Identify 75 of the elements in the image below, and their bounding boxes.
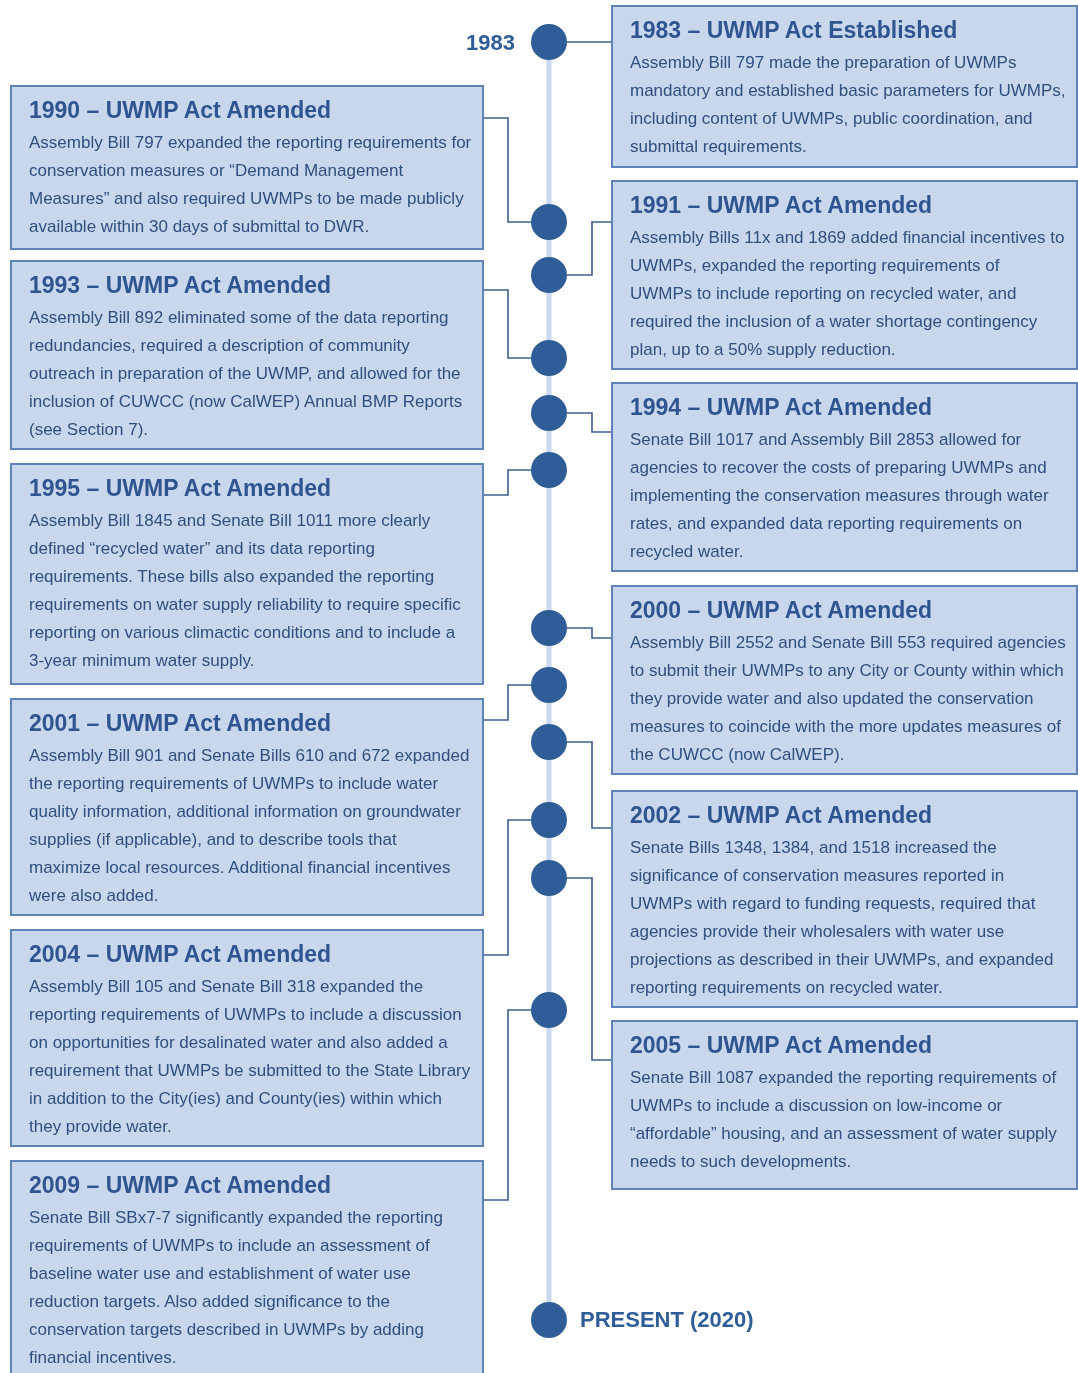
timeline-line bbox=[546, 896, 552, 992]
event-description: Assembly Bill 1845 and Senate Bill 1011 more clearly defined “recycled water” and its data reporting requirements. These bills also expanded the reporting requirements on water supply reliability to require specific reporting on various climactic conditions and to include a 3-year minimum water supply. bbox=[29, 510, 462, 672]
timeline-dot bbox=[531, 340, 567, 376]
event-heading: 1983 – UWMP Act Established bbox=[630, 16, 959, 45]
timeline-dot bbox=[531, 1302, 567, 1338]
timeline-line bbox=[546, 376, 552, 395]
event-heading: 2009 – UWMP Act Amended bbox=[29, 1171, 333, 1200]
timeline-line bbox=[546, 293, 552, 340]
connector-line bbox=[483, 469, 532, 496]
event-description: Assembly Bill 105 and Senate Bill 318 expanded the reporting requirements of UWMPs to include a discussion on opportunities for desalinated water and also added a requirement that UWMPs be submitted to the State Library in addition to the City(ies) and County(ies) within which they provide water. bbox=[29, 976, 472, 1138]
timeline-line bbox=[546, 646, 552, 667]
timeline-dot bbox=[531, 860, 567, 896]
event-description: Senate Bills 1348, 1384, and 1518 increased the significance of conservation measures reported in UWMPs with regard to funding requests, required that agencies provide their wholesalers with water use projections as described in their UWMPs, and expanded reporting requirements on recycled water. bbox=[630, 837, 1055, 999]
event-description: Assembly Bill 2552 and Senate Bill 553 required agencies to submit their UWMPs to any City or County within which they provide water and also updated the conservation measures to coincide with the more updates measures of the CUWCC (now CalWEP). bbox=[630, 632, 1066, 766]
event-card bbox=[10, 1160, 484, 1373]
event-card bbox=[10, 85, 484, 250]
timeline-dot bbox=[531, 395, 567, 431]
timeline-line bbox=[546, 488, 552, 610]
event-heading: 1993 – UWMP Act Amended bbox=[29, 271, 333, 300]
event-card bbox=[611, 1020, 1078, 1190]
event-description: Assembly Bill 797 expanded the reporting requirements for conservation measures or “Demand Management Measures” and also required UWMPs to be made publicly available within 30 days of submittal to DWR. bbox=[29, 132, 472, 238]
year-label: 1983 bbox=[466, 30, 515, 56]
event-card bbox=[611, 5, 1078, 168]
connector-line bbox=[483, 117, 532, 223]
timeline-line bbox=[546, 760, 552, 802]
timeline-line bbox=[546, 838, 552, 860]
event-heading: 2002 – UWMP Act Amended bbox=[630, 801, 934, 830]
event-description: Assembly Bill 797 made the preparation of UWMPs mandatory and established basic parameters for UWMPs, including content of UWMPs, public coordination, and submittal requirements. bbox=[630, 52, 1066, 158]
connector-line bbox=[483, 684, 532, 721]
event-heading: 1990 – UWMP Act Amended bbox=[29, 96, 333, 125]
event-description: Senate Bill 1017 and Assembly Bill 2853 allowed for agencies to recover the costs of preparing UWMPs and implementing the conservation measures through water rates, and expanded data reporting requirements on recycled water. bbox=[630, 429, 1050, 563]
event-heading: 2004 – UWMP Act Amended bbox=[29, 940, 333, 969]
timeline-dot bbox=[531, 802, 567, 838]
timeline-dot bbox=[531, 667, 567, 703]
event-card bbox=[10, 463, 484, 685]
timeline-dot bbox=[531, 24, 567, 60]
event-card bbox=[611, 382, 1078, 572]
connector-line bbox=[483, 289, 532, 359]
event-description: Assembly Bill 892 eliminated some of the data reporting redundancies, required a description of community outreach in preparation of the UWMP, and allowed for the inclusion of CUWCC (now CalWEP) Annual BMP Reports (see Section 7). bbox=[29, 307, 464, 441]
connector-line bbox=[483, 1009, 532, 1201]
connector-line bbox=[566, 412, 612, 433]
connector-line bbox=[566, 627, 612, 639]
event-description: Senate Bill SBx7-7 significantly expanded the reporting requirements of UWMPs to include an assessment of baseline water use and establishment of water use reduction targets. Also added significance to the conservation targets described in UWMPs by adding financial incentives. bbox=[29, 1207, 444, 1369]
event-description: Senate Bill 1087 expanded the reporting requirements of UWMPs to include a discussion on low-income or “affordable” housing, and an assessment of water supply needs to such developments. bbox=[630, 1067, 1058, 1173]
connector-line bbox=[566, 221, 612, 276]
timeline-dot bbox=[531, 992, 567, 1028]
event-heading: 2005 – UWMP Act Amended bbox=[630, 1031, 934, 1060]
timeline-line bbox=[546, 1028, 552, 1302]
connector-line bbox=[566, 877, 612, 1061]
timeline-dot bbox=[531, 452, 567, 488]
event-card bbox=[611, 180, 1078, 370]
event-heading: 1991 – UWMP Act Amended bbox=[630, 191, 934, 220]
connector-line bbox=[566, 41, 612, 43]
year-label: PRESENT (2020) bbox=[580, 1307, 754, 1333]
event-card bbox=[10, 698, 484, 916]
event-card bbox=[611, 585, 1078, 775]
event-card bbox=[10, 260, 484, 450]
connector-line bbox=[483, 819, 532, 956]
event-heading: 1995 – UWMP Act Amended bbox=[29, 474, 333, 503]
timeline-dot bbox=[531, 610, 567, 646]
timeline-dot bbox=[531, 724, 567, 760]
timeline-line bbox=[546, 703, 552, 724]
event-description: Assembly Bill 901 and Senate Bills 610 and 672 expanded the reporting requirements of UWMPs to include water quality information, additional information on groundwater supplies (if applicable), and to describe tools that maximize local resources. Additional financial incentives were also added. bbox=[29, 745, 471, 907]
timeline-line bbox=[546, 60, 552, 204]
timeline-line bbox=[546, 431, 552, 452]
event-card bbox=[10, 929, 484, 1147]
event-heading: 2001 – UWMP Act Amended bbox=[29, 709, 333, 738]
event-heading: 1994 – UWMP Act Amended bbox=[630, 393, 934, 422]
event-description: Assembly Bills 11x and 1869 added financial incentives to UWMPs, expanded the reporting requirements of UWMPs to include reporting on recycled water, and required the inclusion of a water shortage contingency plan, up to a 50% supply reduction. bbox=[630, 227, 1066, 361]
event-card bbox=[611, 790, 1078, 1008]
timeline-line bbox=[546, 240, 552, 257]
connector-line bbox=[566, 741, 612, 829]
timeline-dot bbox=[531, 257, 567, 293]
event-heading: 2000 – UWMP Act Amended bbox=[630, 596, 934, 625]
timeline-dot bbox=[531, 204, 567, 240]
